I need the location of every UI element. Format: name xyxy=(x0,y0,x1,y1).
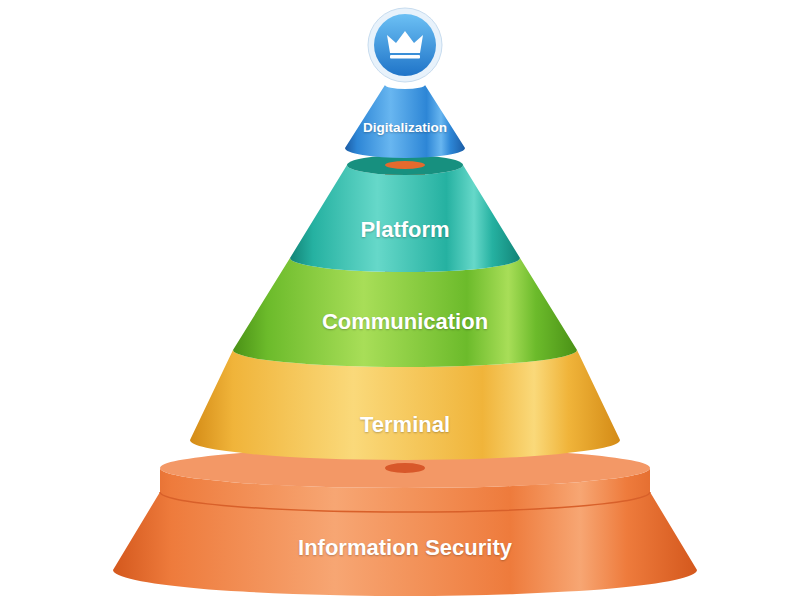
pyramid-layer: Digitalization xyxy=(330,78,480,158)
layer-label: Communication xyxy=(225,309,585,335)
layer-shape xyxy=(330,78,480,158)
crown-base xyxy=(390,55,420,59)
layer-label: Platform xyxy=(280,217,530,243)
pillar-end xyxy=(385,463,425,473)
crown-badge xyxy=(374,14,436,76)
layer-label: Terminal xyxy=(180,412,630,438)
crown-badge-ring xyxy=(368,8,442,82)
pyramid-layer: Platform xyxy=(280,150,530,275)
disk-rim xyxy=(160,492,650,512)
crown-icon xyxy=(387,31,423,53)
pyramid-layer: Information Security xyxy=(105,440,705,600)
layer-top-face xyxy=(347,155,463,175)
layer-label: Digitalization xyxy=(330,120,480,136)
layer-top-face xyxy=(160,448,650,488)
layer-body xyxy=(190,350,620,460)
layer-shape xyxy=(280,150,530,275)
layer-label: Information Security xyxy=(105,535,705,561)
pillar-end xyxy=(385,161,425,169)
layer-shape xyxy=(105,440,705,600)
